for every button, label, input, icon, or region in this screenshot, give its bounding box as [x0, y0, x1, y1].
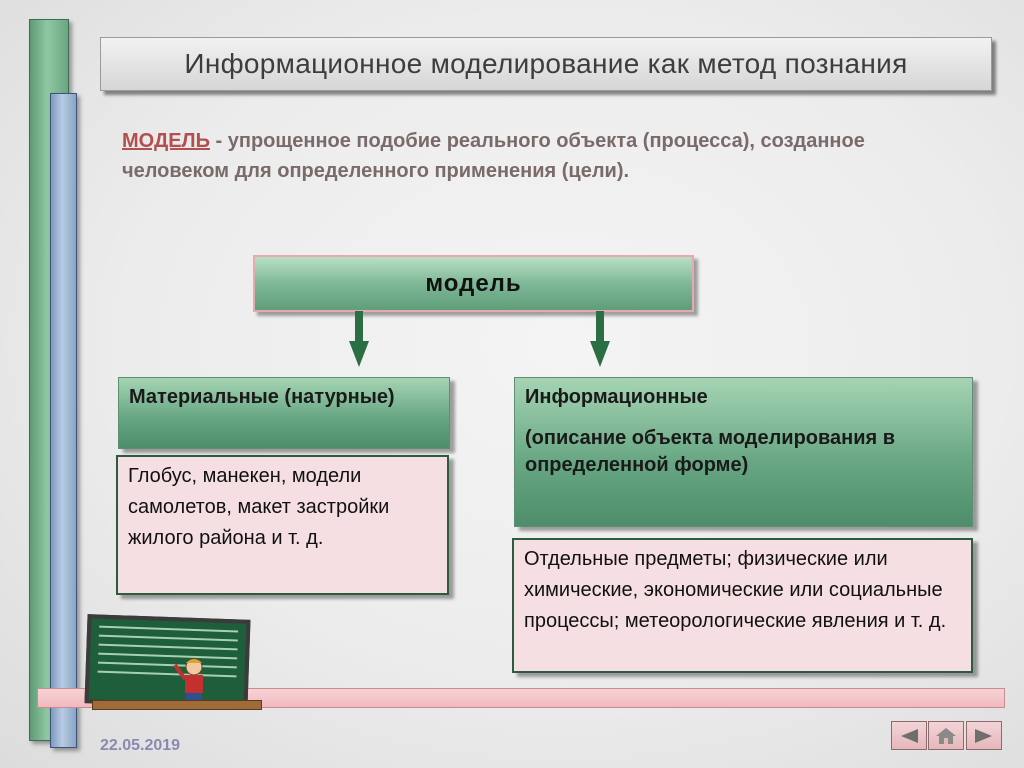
definition-body: упрощенное подобие реального объекта (пр…: [122, 130, 865, 182]
arrow-right-icon: [975, 728, 992, 743]
arrow-left-icon: [901, 728, 918, 743]
information-models-title: Информационные: [525, 386, 708, 408]
slide-date: 22.05.2019: [100, 737, 181, 754]
definition-separator: -: [209, 130, 228, 152]
root-node-label: модель: [425, 269, 522, 297]
definition-term: МОДЕЛЬ: [122, 130, 210, 152]
information-models-subtitle: (описание объекта моделирования в опреде…: [525, 427, 896, 476]
material-models-header: Материальные (натурные): [118, 377, 450, 449]
home-icon: [936, 727, 956, 744]
information-models-examples: Отдельные предметы; физические или химич…: [512, 538, 973, 673]
information-models-header: Информационные (описание объекта моделир…: [514, 377, 973, 527]
next-slide-button[interactable]: [966, 721, 1002, 750]
root-node-model: модель: [253, 255, 694, 312]
arrow-down-right-icon: [590, 311, 610, 367]
arrow-down-left-icon: [349, 311, 369, 367]
definition-text: МОДЕЛЬ - упрощенное подобие реального об…: [122, 126, 962, 186]
chalkboard-ledge: [92, 700, 262, 710]
page-title: Информационное моделирование как метод п…: [184, 48, 908, 79]
chalkboard-illustration: [84, 614, 251, 709]
decorative-pink-bar: [37, 688, 1005, 708]
decorative-blue-bar: [50, 93, 77, 748]
material-models-examples: Глобус, манекен, модели самолетов, макет…: [116, 455, 449, 595]
title-banner: Информационное моделирование как метод п…: [100, 37, 992, 91]
prev-slide-button[interactable]: [891, 721, 927, 750]
material-models-title: Материальные (натурные): [129, 386, 395, 408]
home-button[interactable]: [928, 721, 964, 750]
